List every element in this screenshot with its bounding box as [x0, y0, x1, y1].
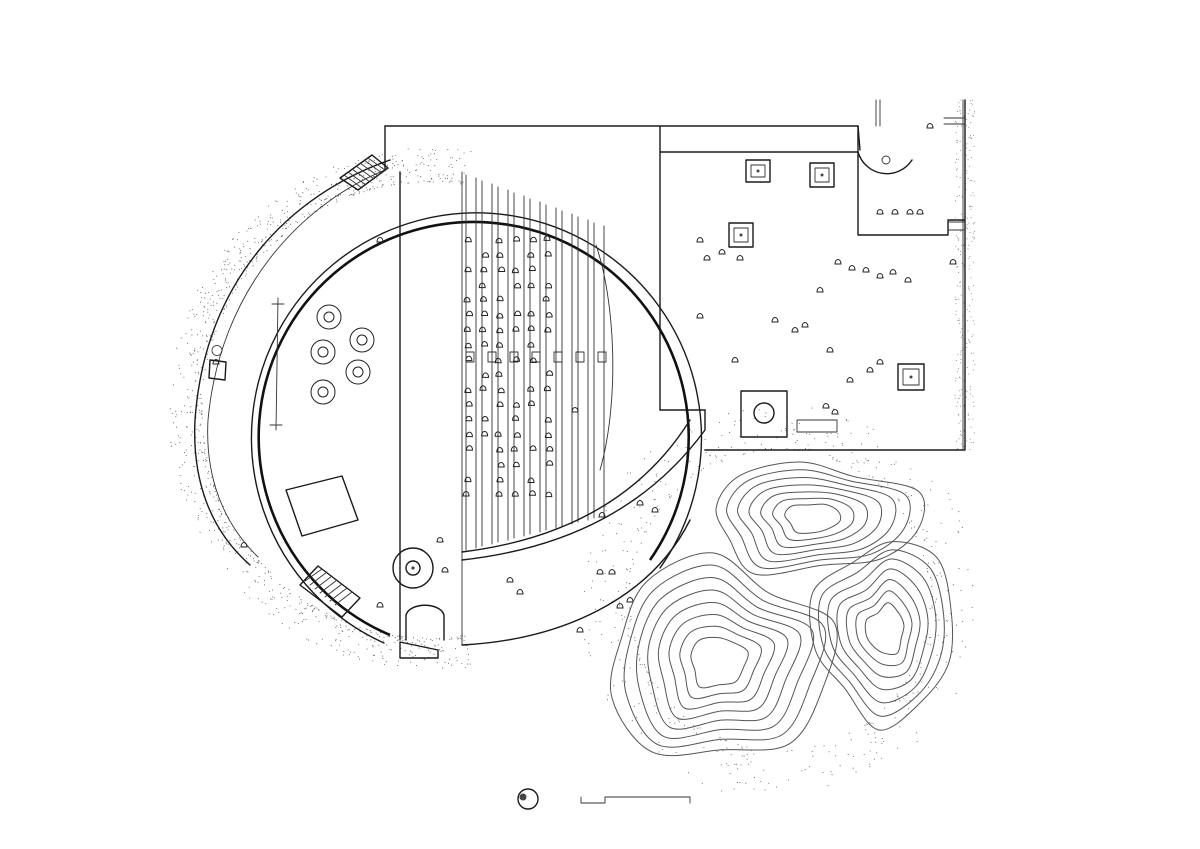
round-table [349, 327, 375, 353]
planter [809, 162, 835, 188]
planter [745, 159, 771, 183]
stepped-seating [465, 174, 607, 551]
people-figures [212, 123, 957, 633]
planter [897, 363, 925, 391]
scale-bar-icon [580, 796, 691, 804]
fountain-planter [740, 390, 788, 438]
rotunda [193, 154, 706, 659]
bench [796, 419, 838, 433]
round-table [310, 379, 336, 405]
bottom-stair [299, 565, 361, 618]
round-table [310, 339, 336, 365]
round-table [316, 304, 342, 330]
courtyard-block [384, 99, 966, 451]
round-table [345, 359, 371, 385]
top-stair [339, 154, 389, 191]
planter [728, 222, 754, 248]
north-arrow-icon [517, 788, 539, 810]
topographic-mounds [609, 461, 954, 757]
